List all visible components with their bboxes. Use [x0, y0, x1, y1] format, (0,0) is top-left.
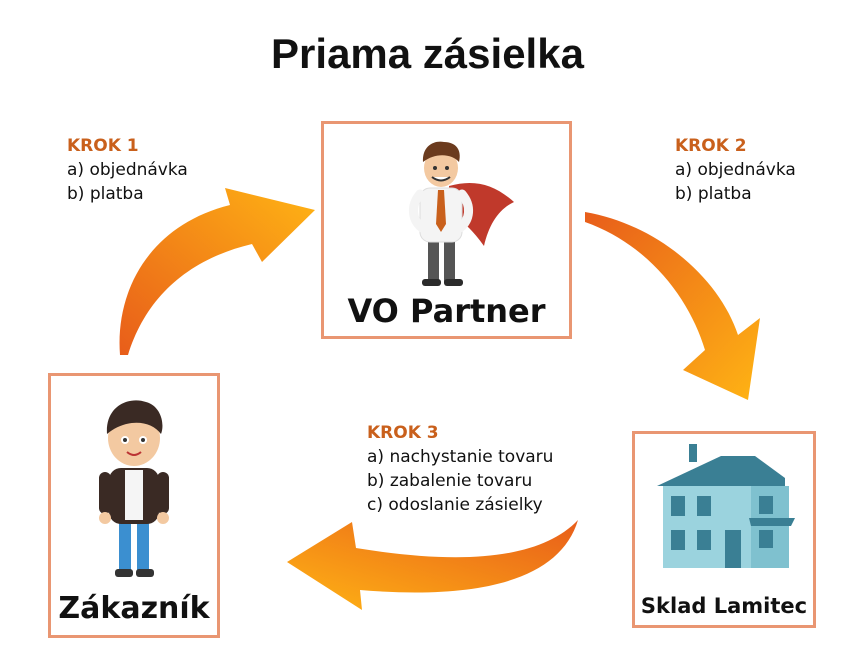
superhero-businessman-icon: [409, 141, 514, 286]
warehouse-label: Sklad Lamitec: [640, 594, 808, 618]
arrow-step-2: [585, 212, 760, 400]
warehouse-box: Sklad Lamitec: [632, 431, 816, 628]
partner-label: VO Partner: [347, 292, 546, 330]
step-3-heading: KROK 3: [367, 423, 439, 443]
page-title: Priama zásielka: [271, 30, 584, 77]
house-icon: [657, 444, 795, 568]
step-2: KROK 2 a) objednávka b) platba: [675, 134, 796, 206]
step-1-heading: KROK 1: [67, 136, 139, 156]
young-man-icon: [99, 400, 169, 577]
arrow-step-1: [119, 188, 315, 355]
step-1-item: b) platba: [67, 184, 144, 204]
step-3-item: c) odoslanie zásielky: [367, 495, 543, 515]
step-1: KROK 1 a) objednávka b) platba: [67, 134, 188, 206]
customer-box: Zákazník: [48, 373, 220, 638]
step-2-item: a) objednávka: [675, 160, 796, 180]
step-2-heading: KROK 2: [675, 136, 747, 156]
step-2-item: b) platba: [675, 184, 752, 204]
arrow-step-3: [287, 520, 578, 610]
step-1-item: a) objednávka: [67, 160, 188, 180]
step-3: KROK 3 a) nachystanie tovaru b) zabaleni…: [367, 421, 553, 517]
step-3-item: a) nachystanie tovaru: [367, 447, 554, 467]
step-3-item: b) zabalenie tovaru: [367, 471, 533, 491]
customer-label: Zákazník: [58, 591, 210, 626]
partner-box: VO Partner: [321, 121, 572, 339]
